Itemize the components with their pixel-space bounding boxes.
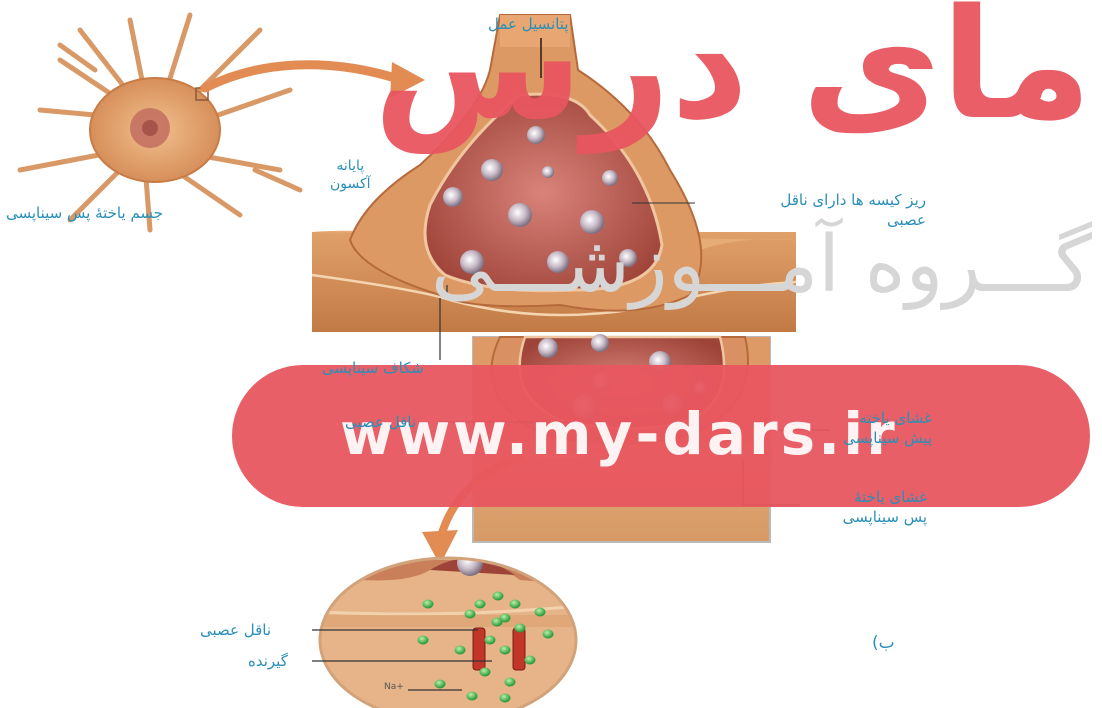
neurotransmitter-molecule [493, 592, 504, 601]
neurotransmitter-molecule [500, 646, 511, 655]
neurotransmitter-molecule [418, 636, 429, 645]
neurotransmitter-molecule [455, 646, 466, 655]
label-vesicles-line1: ریز کیسه ها دارای ناقل [780, 190, 926, 210]
label-receptor: گیرنده [248, 651, 288, 671]
label-postsynaptic-body: جسم یاختهٔ پس سیناپسی [6, 203, 163, 223]
label-panel-b: ب) [872, 633, 895, 653]
label-neurotransmitter-middle: ناقل عصبی [345, 412, 416, 432]
neurotransmitter-molecule [423, 600, 434, 609]
zoom-arrow-top [205, 65, 395, 88]
neurotransmitter-molecule [465, 610, 476, 619]
vesicle [591, 334, 609, 352]
neuron-cell [20, 15, 300, 230]
label-action-potential: پتانسیل عمل [488, 14, 568, 34]
neurotransmitter-molecule [515, 624, 526, 633]
vesicle [481, 159, 503, 181]
neurotransmitter-molecule [543, 630, 554, 639]
label-axon-terminal-line1: پایانه [330, 157, 371, 175]
label-na-ion: Na+ [384, 682, 404, 692]
neurotransmitter-molecule [475, 600, 486, 609]
neurotransmitter-molecule [492, 618, 503, 627]
magnified-receptor-view [320, 550, 580, 708]
neurotransmitter-molecule [535, 608, 546, 617]
label-synaptic-cleft: شکاف سیناپسی [322, 358, 424, 378]
neurotransmitter-molecule [480, 668, 491, 677]
neurotransmitter-molecule [505, 678, 516, 687]
label-presynaptic-membrane: غشای یاخته پیش سیناپسی [843, 408, 932, 448]
vesicle [443, 187, 463, 207]
neurotransmitter-molecule [435, 680, 446, 689]
label-axon-terminal: پایانه آکسون [330, 157, 371, 193]
neurotransmitter-molecule [500, 694, 511, 703]
watermark-group: گـــروه آمـــوزشـــی [431, 220, 1092, 310]
label-axon-terminal-line2: آکسون [330, 175, 371, 193]
neurotransmitter-molecule [525, 656, 536, 665]
label-postsynaptic-membrane-line1: غشای یاختهٔ [843, 487, 927, 507]
vesicle [542, 166, 554, 178]
vesicle [602, 170, 618, 186]
vesicle [538, 338, 558, 358]
neurotransmitter-molecule [510, 600, 521, 609]
label-presynaptic-membrane-line2: پیش سیناپسی [843, 428, 932, 448]
label-neurotransmitter-bottom: ناقل عصبی [200, 620, 271, 640]
neurotransmitter-molecule [467, 692, 478, 701]
label-postsynaptic-membrane-line2: پس سیناپسی [843, 507, 927, 527]
label-vesicles: ریز کیسه ها دارای ناقل عصبی [780, 190, 926, 230]
label-vesicles-line2: عصبی [780, 210, 926, 230]
watermark-url: www.my-dars.ir [340, 400, 898, 468]
label-postsynaptic-membrane: غشای یاختهٔ پس سیناپسی [843, 487, 927, 527]
label-presynaptic-membrane-line1: غشای یاخته [843, 408, 932, 428]
watermark-brand: مای درس [373, 0, 1092, 160]
neurotransmitter-molecule [485, 636, 496, 645]
